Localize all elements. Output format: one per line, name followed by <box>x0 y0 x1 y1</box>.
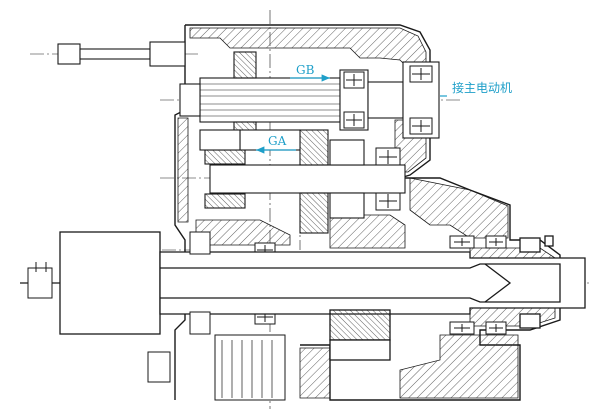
bearing-symbols <box>254 65 507 335</box>
gb-label: GB <box>296 63 315 77</box>
ga-label: GA <box>268 134 287 148</box>
motor-connection-label: 接主电动机 <box>452 80 512 95</box>
middle-shaft-assembly <box>199 129 406 234</box>
ga-annotation: GA <box>255 134 296 154</box>
gb-annotation: GB <box>290 63 330 82</box>
spindle <box>20 231 586 361</box>
lower-left-components <box>27 231 286 401</box>
motor-annotation: 接主电动机 <box>440 80 512 97</box>
